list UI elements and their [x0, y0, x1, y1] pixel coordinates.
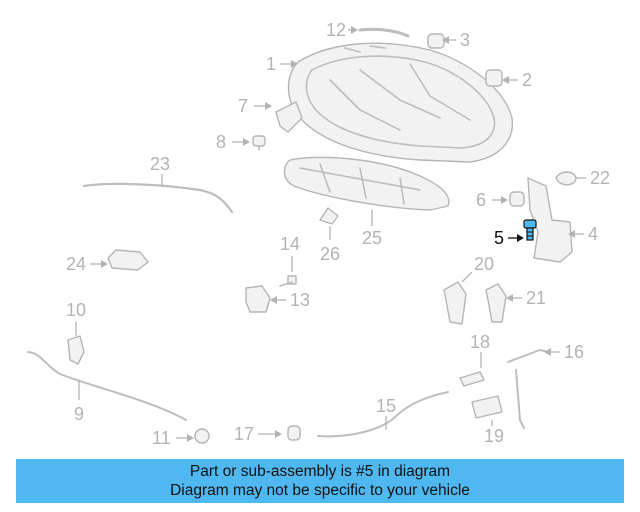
svg-text:2: 2: [522, 70, 532, 90]
svg-text:14: 14: [280, 234, 300, 254]
callout-7: 7: [238, 96, 272, 116]
svg-text:22: 22: [590, 168, 610, 188]
part-6-shape: [509, 191, 525, 207]
part-9-shape: [27, 351, 187, 421]
callout-5-highlighted: 5: [494, 228, 524, 248]
callout-20: 20: [461, 254, 494, 283]
callout-10: 10: [66, 300, 86, 336]
callout-16: 16: [544, 342, 584, 362]
part-21-shape: [485, 283, 507, 323]
part-7-shape: [275, 101, 303, 133]
part-13-shape: [245, 285, 271, 313]
part-19-shape: [471, 395, 503, 419]
svg-text:4: 4: [588, 224, 598, 244]
svg-text:1: 1: [266, 54, 276, 74]
svg-text:26: 26: [320, 244, 340, 264]
svg-text:6: 6: [476, 190, 486, 210]
part-14-shape: [279, 275, 297, 287]
svg-text:15: 15: [376, 396, 396, 416]
part-16-shape: [507, 349, 549, 429]
parts-diagram: 1 2 3 4 5 6 7 8 9 10 11 12: [27, 20, 610, 448]
callout-19: 19: [484, 420, 504, 446]
callout-15: 15: [376, 396, 396, 430]
svg-text:9: 9: [74, 404, 84, 424]
svg-text:8: 8: [216, 132, 226, 152]
part-3-shape: [427, 33, 445, 49]
svg-text:7: 7: [238, 96, 248, 116]
part-8-shape: [252, 135, 266, 151]
part-25-shape: [283, 156, 450, 211]
part-10-shape: [67, 335, 85, 365]
callout-21: 21: [506, 288, 546, 308]
part-23-shape: [82, 182, 234, 214]
callout-24: 24: [66, 254, 108, 274]
part-24-shape: [107, 249, 149, 271]
svg-text:12: 12: [326, 20, 346, 40]
svg-text:16: 16: [564, 342, 584, 362]
svg-text:5: 5: [494, 228, 504, 248]
hood-panel: [287, 42, 514, 163]
part-5-bolt-highlighted: [523, 219, 537, 241]
callout-13: 13: [270, 290, 310, 310]
svg-text:23: 23: [150, 154, 170, 174]
banner-line-1: Part or sub-assembly is #5 in diagram: [189, 463, 451, 480]
svg-text:13: 13: [290, 290, 310, 310]
callout-2: 2: [502, 70, 532, 90]
svg-text:25: 25: [362, 228, 382, 248]
callout-9: 9: [74, 380, 84, 424]
part-15-shape: [317, 391, 449, 438]
callout-4: 4: [568, 224, 598, 244]
callout-22: 22: [576, 168, 610, 188]
part-2-shape: [485, 69, 503, 87]
part-11-shape: [194, 428, 210, 444]
info-banner: Part or sub-assembly is #5 in diagram Di…: [16, 459, 624, 503]
callout-23: 23: [150, 154, 170, 186]
svg-text:11: 11: [152, 428, 171, 448]
part-22-shape: [555, 171, 577, 186]
callout-8: 8: [216, 132, 250, 152]
svg-text:20: 20: [474, 254, 494, 274]
svg-text:21: 21: [526, 288, 546, 308]
callout-14: 14: [280, 234, 300, 272]
svg-text:3: 3: [460, 30, 470, 50]
svg-text:17: 17: [234, 424, 254, 444]
svg-text:18: 18: [470, 332, 490, 352]
callout-25: 25: [362, 210, 382, 248]
part-20-shape: [443, 281, 467, 325]
callout-12: 12: [326, 20, 358, 40]
part-12-shape: [358, 27, 410, 38]
part-18-shape: [459, 371, 485, 387]
svg-text:24: 24: [66, 254, 86, 274]
banner-line-2: Diagram may not be specific to your vehi…: [170, 482, 470, 499]
svg-text:10: 10: [66, 300, 86, 320]
svg-text:19: 19: [484, 426, 504, 446]
callout-26: 26: [320, 226, 340, 264]
callout-3: 3: [442, 30, 470, 50]
callout-6: 6: [476, 190, 508, 210]
callout-18: 18: [470, 332, 490, 368]
part-17-shape: [287, 425, 301, 441]
callout-1: 1: [266, 54, 298, 74]
callout-17: 17: [234, 424, 282, 444]
part-26-shape: [319, 207, 339, 225]
callout-11: 11: [152, 428, 194, 448]
